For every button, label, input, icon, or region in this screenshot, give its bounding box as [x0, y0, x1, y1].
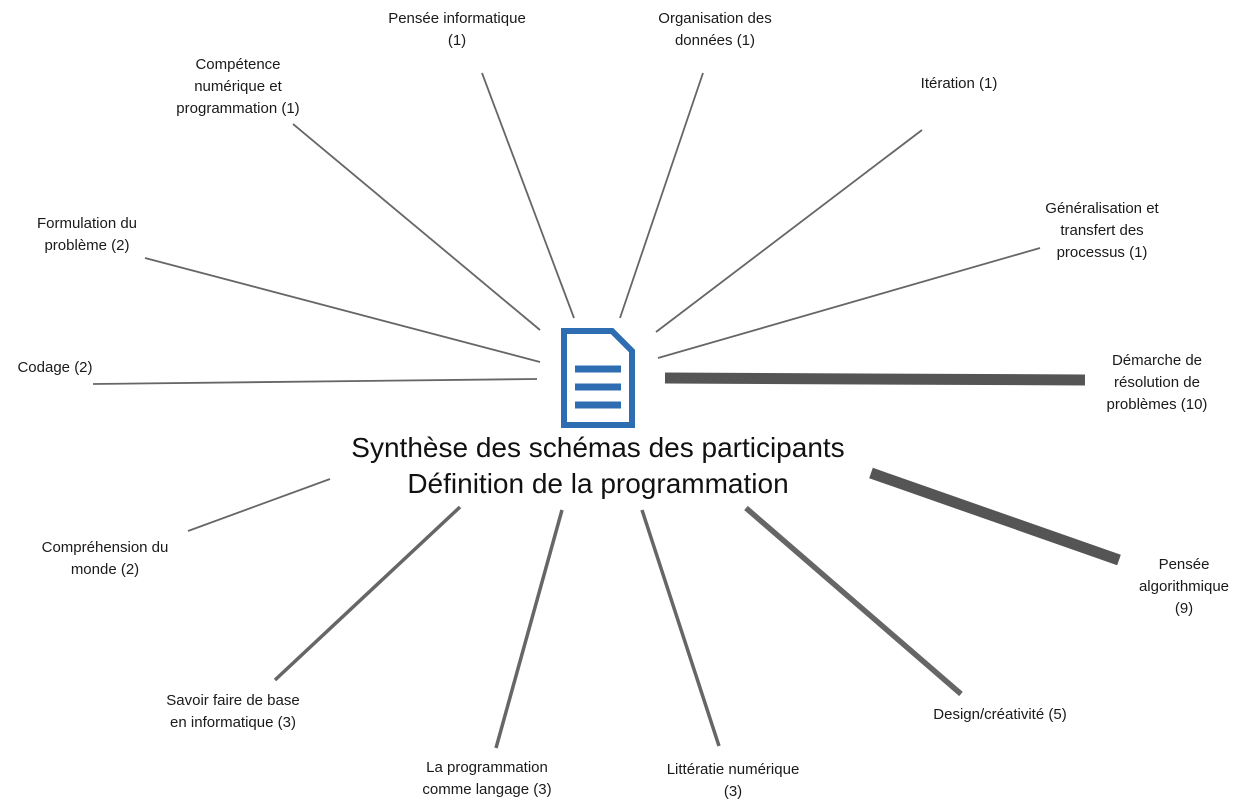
node-label-line: Compétence — [195, 56, 281, 73]
node-label-line: Pensée informatique — [388, 10, 526, 27]
connector-comprehension-monde — [187, 478, 331, 532]
node-label-line: Formulation du — [36, 215, 138, 232]
node-label-line: Organisation des — [658, 10, 772, 27]
node-label-line: processus (1) — [1056, 244, 1148, 261]
node-label-design-creativite: Design/créativité (5) — [933, 704, 1066, 726]
connector-design-creativite — [744, 505, 963, 697]
connector-pensee-algorithmique — [869, 467, 1121, 566]
node-label-formulation-probleme: Formulation du problème (2) — [37, 213, 137, 257]
node-label-line: problème (2) — [44, 237, 130, 254]
node-label-line: programmation (1) — [176, 100, 300, 117]
node-label-litteratie-numerique: Littératie numérique (3) — [667, 759, 800, 803]
node-label-line: Codage (2) — [17, 359, 93, 376]
node-label-line: Design/créativité (5) — [933, 706, 1067, 723]
center-title: Synthèse des schémas des participants Dé… — [351, 430, 844, 502]
connector-organisation-donnees — [619, 72, 704, 319]
node-label-line: Démarche de — [1111, 352, 1203, 369]
node-label-line: Itération (1) — [920, 75, 998, 92]
node-label-programmation-langage: La programmation comme langage (3) — [422, 757, 551, 801]
node-label-line: résolution de — [1114, 374, 1200, 391]
node-label-line: comme langage (3) — [422, 781, 552, 798]
node-label-line: (1) — [447, 32, 467, 49]
node-label-demarche-resolution: Démarche de résolution de problèmes (10) — [1107, 350, 1208, 416]
node-label-codage: Codage (2) — [17, 357, 92, 379]
node-label-line: algorithmique — [1138, 578, 1230, 595]
node-label-competence-numerique: Compétence numérique et programmation (1) — [176, 54, 299, 120]
connector-demarche-resolution — [664, 372, 1086, 386]
node-label-line: Savoir faire de base — [166, 692, 300, 709]
node-label-line: (3) — [723, 783, 743, 800]
node-label-line: (9) — [1174, 600, 1194, 617]
node-label-line: Pensée — [1158, 556, 1210, 573]
node-label-line: en informatique (3) — [170, 714, 296, 731]
node-label-line: Généralisation et — [1045, 200, 1159, 217]
document-icon — [561, 328, 635, 428]
node-label-line: transfert des — [1060, 222, 1144, 239]
center-title-line-1: Synthèse des schémas des participants — [351, 432, 845, 463]
connector-litteratie-numerique — [640, 509, 721, 747]
node-label-savoir-faire: Savoir faire de base en informatique (3) — [166, 690, 299, 734]
node-label-line: numérique et — [194, 78, 282, 95]
node-label-line: Compréhension du — [41, 539, 169, 556]
node-label-pensee-algorithmique: Pensée algorithmique (9) — [1139, 554, 1229, 620]
node-label-pensee-informatique: Pensée informatique (1) — [388, 8, 526, 52]
center-title-line-2: Définition de la programmation — [407, 468, 789, 499]
connector-generalisation — [657, 247, 1041, 359]
connector-programmation-langage — [494, 509, 564, 749]
connector-competence-numerique — [292, 123, 541, 331]
connector-pensee-informatique — [481, 72, 575, 319]
node-label-line: problèmes (10) — [1106, 396, 1208, 413]
connector-formulation-probleme — [144, 257, 541, 363]
connector-iteration — [655, 129, 923, 333]
node-label-comprehension-monde: Compréhension du monde (2) — [42, 537, 169, 581]
connector-codage — [92, 378, 538, 385]
node-label-organisation-donnees: Organisation des données (1) — [658, 8, 771, 52]
node-label-line: La programmation — [426, 759, 548, 776]
node-label-line: données (1) — [674, 32, 756, 49]
node-label-line: monde (2) — [70, 561, 140, 578]
connector-savoir-faire — [273, 505, 462, 682]
node-label-iteration: Itération (1) — [921, 73, 998, 95]
node-label-line: Littératie numérique — [666, 761, 800, 778]
node-label-generalisation: Généralisation et transfert des processus … — [1045, 198, 1158, 264]
